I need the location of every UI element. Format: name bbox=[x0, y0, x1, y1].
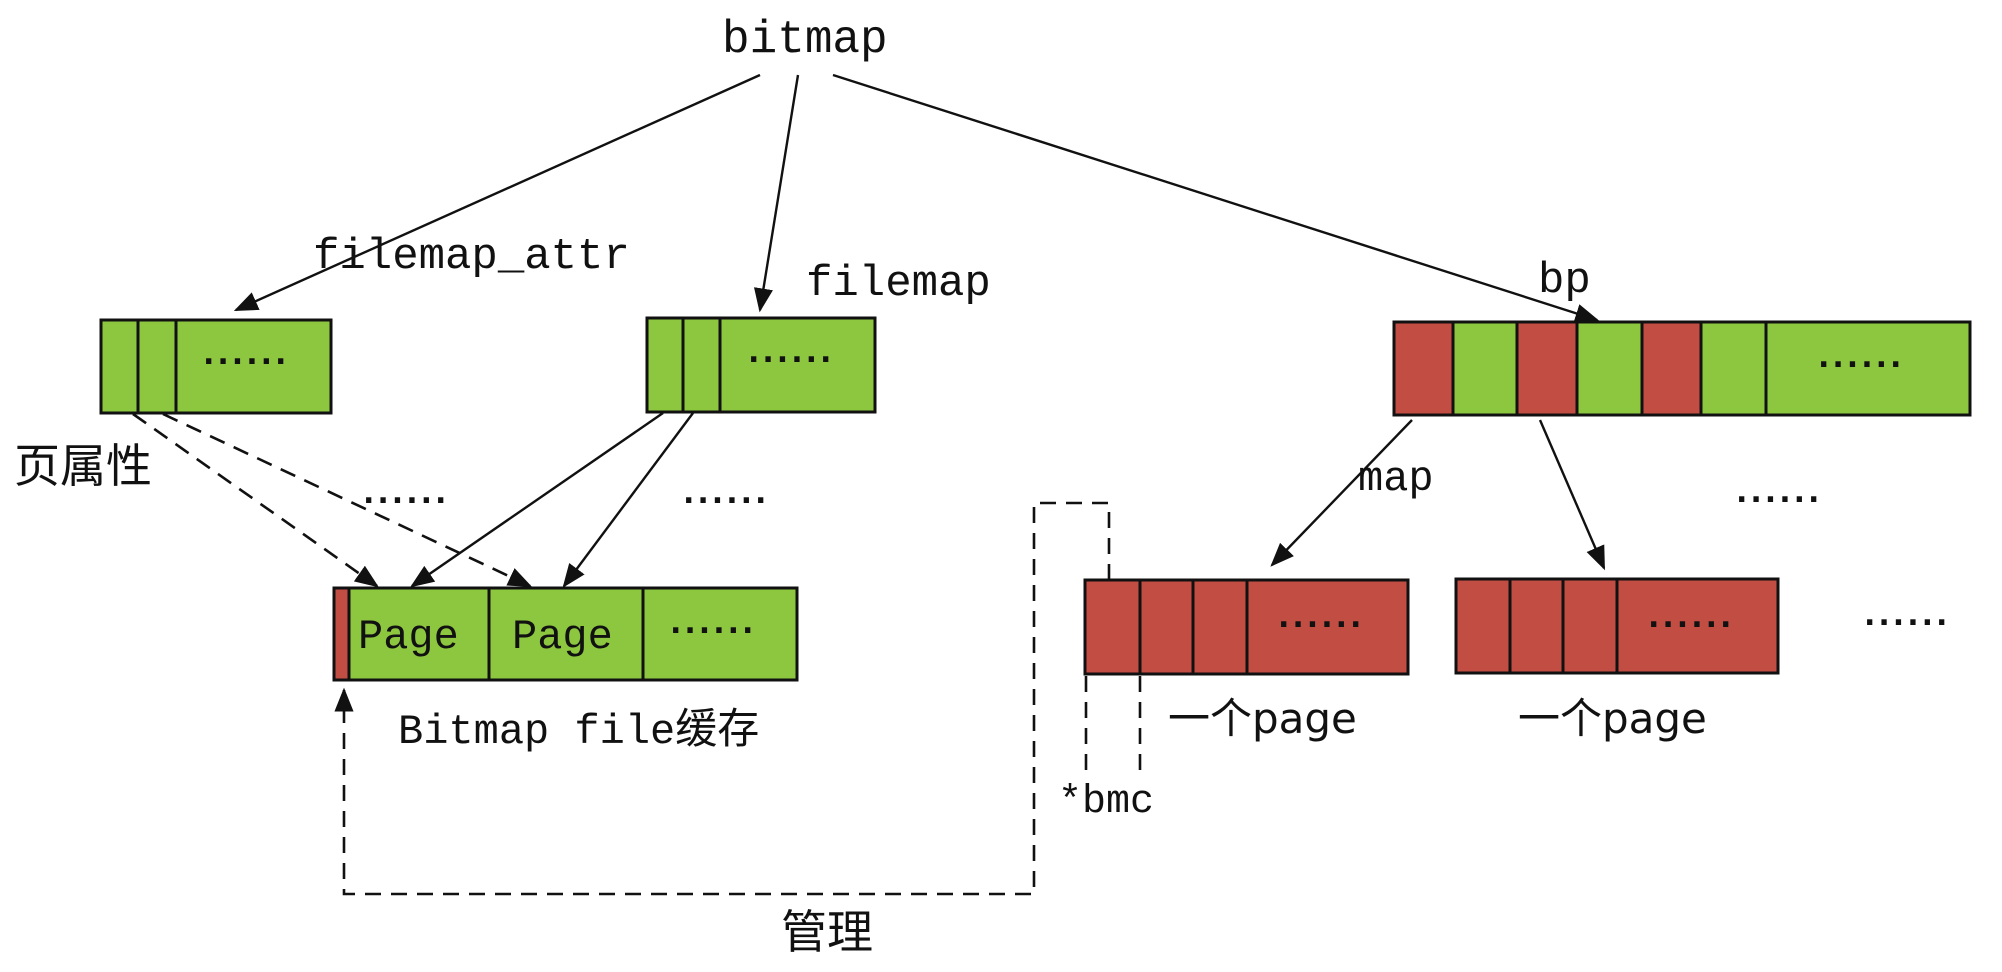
one-page-label-2: 一个page bbox=[1518, 694, 1707, 743]
page-block-cell-ellipsis bbox=[1245, 578, 1410, 676]
ellipsis-text: ...... bbox=[1648, 600, 1734, 635]
bp-cell-green bbox=[1451, 320, 1519, 417]
bp-cell-red bbox=[1515, 320, 1579, 417]
edge-filemap-to-page-2 bbox=[562, 412, 694, 588]
page-block-cell bbox=[1508, 577, 1565, 675]
ellipsis-text: ...... bbox=[1736, 475, 1822, 510]
bp-array: ...... bbox=[1392, 320, 1972, 417]
ellipsis-text: ...... bbox=[1864, 598, 1950, 633]
ellipsis-text: ...... bbox=[1818, 340, 1904, 375]
one-page-label-1: 一个page bbox=[1168, 694, 1357, 743]
bp-cell-green bbox=[1699, 320, 1768, 417]
edge-label-map: map bbox=[1358, 455, 1434, 503]
bitmap-file-cache: Page Page ...... bbox=[332, 586, 799, 682]
edge-bitmap-to-filemap-attr bbox=[233, 73, 761, 312]
edge-bp-map-to-page-1 bbox=[1270, 419, 1413, 567]
ellipsis-text: ...... bbox=[1278, 600, 1364, 635]
filemap-cell bbox=[645, 316, 685, 414]
bp-cell-ellipsis bbox=[1764, 320, 1972, 417]
bitmap-file-cache-label: Bitmap file缓存 bbox=[398, 707, 759, 756]
edge-filemap-to-page-1 bbox=[410, 412, 664, 588]
edge-label-filemap-attr: filemap_attr bbox=[313, 232, 630, 282]
edge-page-attr-to-page-2 bbox=[162, 412, 533, 588]
edge-bitmap-to-filemap bbox=[753, 74, 800, 313]
filemap-attr-cell-ellipsis bbox=[174, 318, 333, 415]
manage-label: 管理 bbox=[781, 905, 873, 959]
ellipsis-text: ...... bbox=[203, 337, 289, 372]
edge-label-filemap: filemap bbox=[806, 259, 991, 309]
bp-cell-red bbox=[1392, 320, 1455, 417]
page-block-2: ...... bbox=[1454, 577, 1780, 675]
bmc-dashed-bracket bbox=[334, 501, 1111, 896]
page-cell-label: Page bbox=[512, 613, 613, 661]
edge-page-attr-to-page-1 bbox=[132, 412, 379, 588]
page-block-cell bbox=[1561, 577, 1619, 675]
page-block-1: ...... bbox=[1083, 578, 1410, 676]
page-block-cell-bmc bbox=[1083, 578, 1142, 676]
edge-label-bp: bp bbox=[1538, 256, 1591, 306]
filemap-array: ...... bbox=[645, 316, 877, 414]
bp-cell-green bbox=[1575, 320, 1644, 417]
ellipsis-text: ...... bbox=[670, 606, 756, 641]
filemap-attr-cell bbox=[136, 318, 178, 415]
root-label-bitmap: bitmap bbox=[722, 14, 888, 66]
filemap-attr-cell bbox=[99, 318, 140, 415]
cache-ellipsis-cell bbox=[641, 586, 799, 682]
ellipsis-text: ...... bbox=[363, 476, 449, 511]
page-cell-label: Page bbox=[358, 613, 459, 661]
filemap-cell-ellipsis bbox=[718, 316, 877, 414]
bmc-label: *bmc bbox=[1058, 780, 1154, 825]
page-block-cell bbox=[1138, 578, 1195, 676]
page-block-cell-ellipsis bbox=[1615, 577, 1780, 675]
ellipsis-text: ...... bbox=[683, 476, 769, 511]
bp-cell-red bbox=[1640, 320, 1703, 417]
page-block-cell bbox=[1454, 577, 1512, 675]
edge-bitmap-to-bp bbox=[832, 73, 1600, 323]
ellipsis-text: ...... bbox=[748, 335, 834, 370]
page-attr-label: 页属性 bbox=[14, 439, 152, 493]
page-block-cell bbox=[1191, 578, 1249, 676]
filemap-attr-array: ...... bbox=[99, 318, 333, 415]
filemap-cell bbox=[681, 316, 722, 414]
edge-bp-to-page-2 bbox=[1538, 419, 1606, 571]
cache-page-cell bbox=[347, 586, 491, 682]
cache-header-cell bbox=[332, 586, 351, 682]
